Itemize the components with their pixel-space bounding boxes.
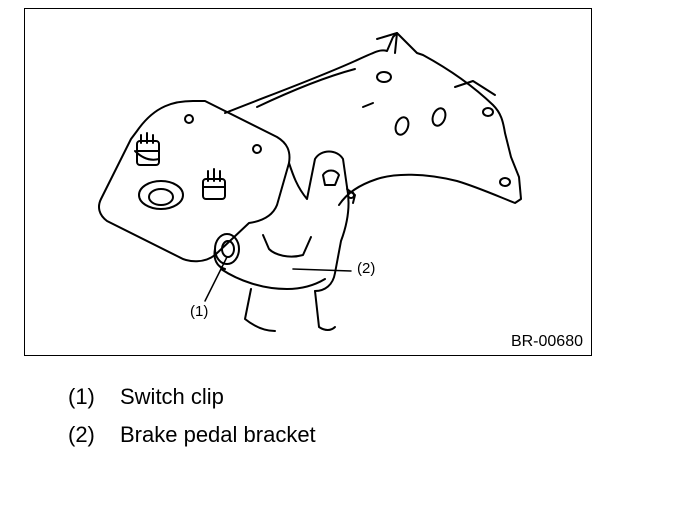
mounting-plate — [98, 100, 291, 263]
stud-bolt-right — [202, 168, 226, 200]
legend-item-text: Switch clip — [120, 384, 224, 409]
bracket-arm — [224, 32, 522, 206]
legend-item-number: (2) — [68, 422, 95, 447]
figure-id: BR-00680 — [510, 333, 583, 350]
leader-line-1 — [204, 256, 228, 302]
figure-frame: (1) (2) BR-00680 — [24, 8, 592, 356]
legend-item: (1) Switch clip — [68, 384, 316, 422]
bracket-body — [220, 150, 356, 332]
leader-line-2 — [292, 268, 352, 272]
legend-item: (2) Brake pedal bracket — [68, 422, 316, 460]
brake-pedal-bracket-drawing — [98, 32, 522, 332]
callout-1-label: (1) — [190, 303, 209, 320]
callout-2-label: (2) — [357, 260, 376, 277]
stud-bolt-left — [136, 132, 160, 166]
switch-clip — [213, 233, 240, 270]
legend-item-number: (1) — [68, 384, 95, 409]
legend: (1) Switch clip (2) Brake pedal bracket — [68, 384, 316, 460]
legend-item-text: Brake pedal bracket — [120, 422, 316, 447]
